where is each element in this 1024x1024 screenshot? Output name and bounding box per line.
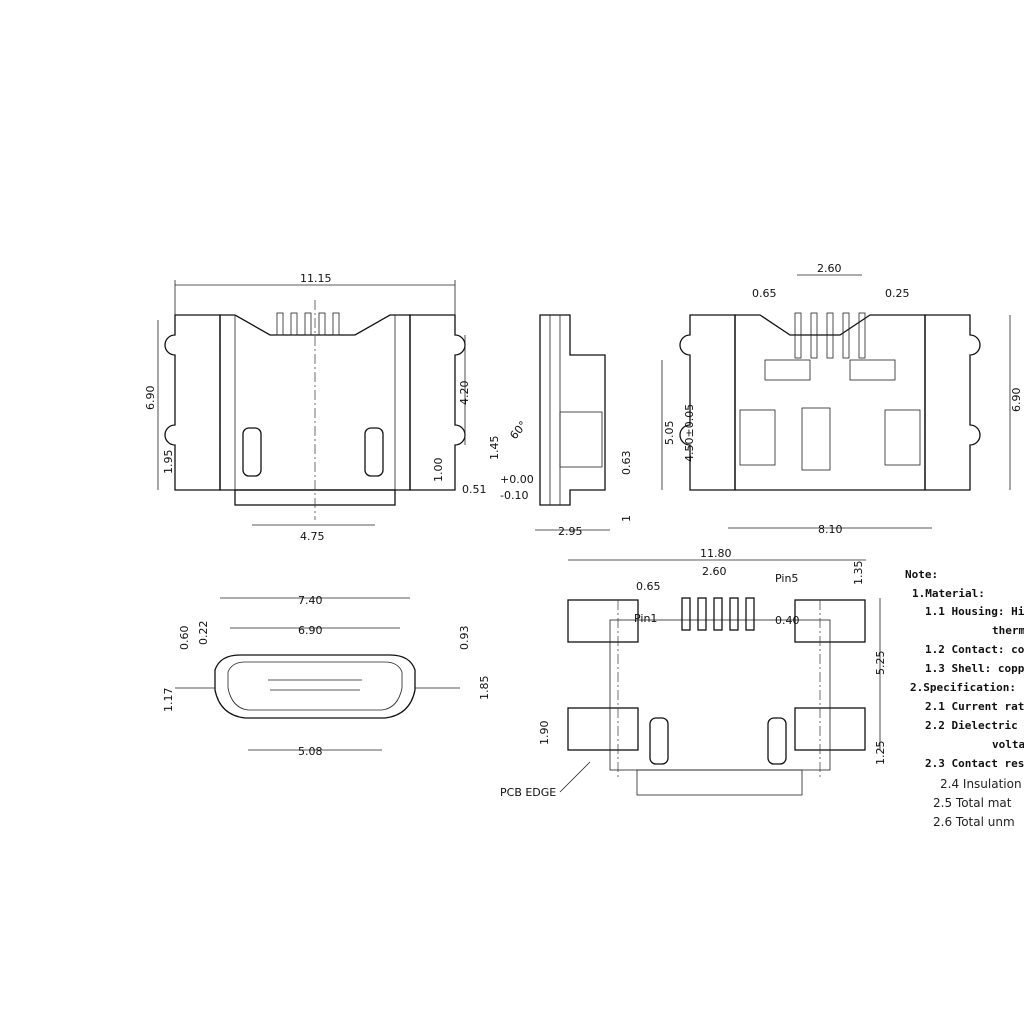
dim-height: 6.90 [1010,388,1023,413]
dim-side-width: 2.95 [558,525,583,538]
dim-h2: 1.95 [162,450,175,475]
dim-d: 1 [620,515,633,522]
dim-pin-span: 2.60 [817,262,842,275]
dim-b: 0.51 [462,483,487,496]
dim-h1: 5.05 [663,421,676,446]
note-item: 2.1 Current rati [925,700,1024,713]
dim-pitch: 0.65 [752,287,777,300]
label-pin5: Pin5 [775,572,798,585]
tol-plus: +0.00 [500,473,534,486]
label-pin1: Pin1 [634,612,657,625]
dim-h3: 1.90 [538,721,551,746]
dim-w2: 6.90 [298,624,323,637]
note-item: 2.5 Total mat [933,796,1012,810]
dim-width: 11.80 [700,547,732,560]
dim-h2: 4.50±0.05 [683,404,696,462]
side-view: 2.95 1.45 60° 0.51 +0.00 -0.10 0.63 1 [462,314,633,538]
dim-c: 0.63 [620,451,633,476]
note-item: 2.Specification: [910,681,1016,694]
label-pcb-edge: PCB EDGE [500,786,556,799]
note-item: 1.2 Contact: cop [925,643,1024,656]
dim-pad: 0.40 [775,614,800,627]
note-item: 2.2 Dielectric w [925,719,1024,732]
note-item: 2.6 Total unm [933,815,1015,829]
front-view: 7.40 6.90 5.08 0.60 0.22 0.93 1.85 1.17 [162,594,491,758]
top-view: 11.15 6.90 1.95 4.20 1.00 4.75 [144,272,471,543]
dim-w1: 7.40 [298,594,323,607]
dim-h4: 1.25 [874,741,887,766]
dim-h1: 4.20 [458,381,471,406]
dim-pitch: 0.65 [636,580,661,593]
notes: Note: 1.Material: 1.1 Housing: Hig therm… [905,568,1024,829]
dim-h3: 1.00 [432,458,445,483]
rear-view: 2.60 0.65 0.25 5.05 4.50±0.05 6.90 8.10 [661,262,1023,536]
dim-width: 8.10 [818,523,843,536]
dim-width: 11.15 [300,272,332,285]
footprint-view: 11.80 0.65 2.60 Pin5 Pin1 0.40 1.35 5.25… [500,547,887,799]
dim-angle: 60° [507,419,529,442]
note-item: therm [992,624,1024,637]
dim-pin-span: 2.60 [702,565,727,578]
dim-h2: 5.25 [874,651,887,676]
note-item: 1.1 Housing: Hig [925,605,1024,618]
dim-a: 0.60 [178,626,191,651]
note-item: 1.3 Shell: coppe [925,662,1024,675]
dim-pin-width: 0.25 [885,287,910,300]
dim-h1: 1.35 [852,561,865,586]
note-item: 1.Material: [912,587,985,600]
dim-w3: 5.08 [298,745,323,758]
dim-a: 1.45 [488,436,501,461]
note-item: 2.3 Contact resi [925,757,1024,770]
dim-pitch-span: 4.75 [300,530,325,543]
tol-minus: -0.10 [500,489,528,502]
dim-b: 0.22 [197,621,210,646]
dim-d: 1.85 [478,676,491,701]
note-item: 2.4 Insulation [940,777,1022,791]
dim-e: 1.17 [162,688,175,713]
note-item: volta [992,738,1024,751]
notes-title: Note: [905,568,938,581]
dim-height: 6.90 [144,386,157,411]
dim-c: 0.93 [458,626,471,651]
